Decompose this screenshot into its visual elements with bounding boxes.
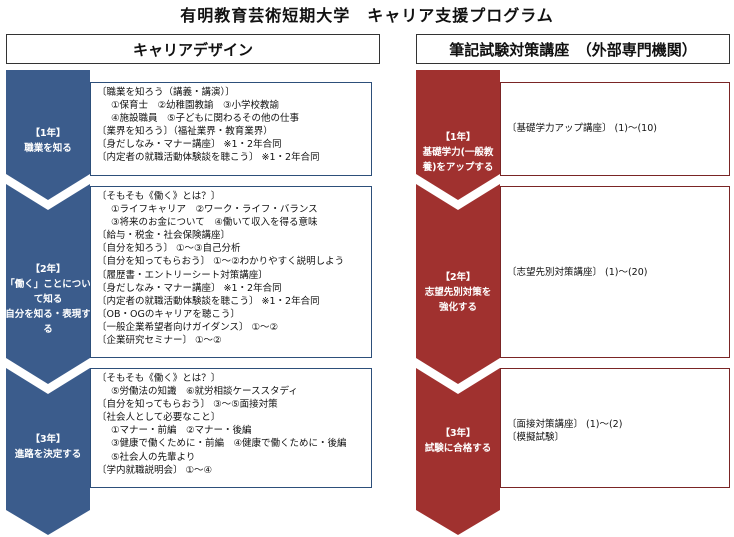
program-item: 〔自分を知ろう〕 ①～③自己分析 <box>97 243 241 255</box>
left-stage1-panel: 〔職業を知ろう（講義・講演）〕 ①保育士 ②幼稚園教諭 ③小学校教諭 ④施設職員… <box>90 82 372 176</box>
left-stage2-year: 【2年】 <box>30 264 66 275</box>
left-stage2-label: 【2年】 「働く」ことについて知る 自分を知る・表現する <box>4 262 92 337</box>
left-arrow-year2 <box>6 184 90 384</box>
left-arrow-year1 <box>6 70 90 200</box>
right-stage3-year: 【3年】 <box>440 428 476 439</box>
program-item: 〔そもそも《働く》とは？〕 <box>97 191 221 202</box>
program-item: ①ライフキャリア ②ワーク・ライフ・バランス <box>111 204 318 216</box>
right-stage2-goal-b: 強化する <box>438 302 477 313</box>
left-stage2-goal-b: 自分を知る・表現する <box>5 309 91 335</box>
program-item: 〔内定者の就職活動体験談を聴こう〕 ※1・2年合同 <box>97 152 320 164</box>
right-stage1-label: 【1年】 基礎学力(一般教 養)をアップする <box>416 130 500 175</box>
right-stage2-panel: 〔志望先別対策講座〕 (1)～(20) <box>500 186 730 358</box>
program-item: 〔業界を知ろう〕（福祉業界・教育業界） <box>97 126 273 138</box>
left-stage3-panel: 〔そもそも《働く》とは？〕 ⑤労働法の知識 ⑥就労相談ケーススタディ 〔自分を知… <box>90 368 372 488</box>
program-item: 〔自分を知ってもらおう〕 ①～②わかりやすく説明しよう <box>97 256 345 268</box>
program-item: ⑤労働法の知識 ⑥就労相談ケーススタディ <box>111 386 298 398</box>
program-item: 〔模擬試験〕 <box>507 432 565 444</box>
program-item: 〔履歴書・エントリーシート対策講座〕 <box>97 269 268 281</box>
program-item: 〔一般企業希望者向けガイダンス〕 ①～② <box>97 321 278 333</box>
page-title: 有明教育芸術短期大学 キャリア支援プログラム <box>180 6 554 25</box>
program-item: 〔志望先別対策講座〕 (1)～(20) <box>507 267 648 278</box>
program-item: ③健康で働くために・前編 ④健康で働くために・後編 <box>111 438 347 450</box>
left-stage1-year: 【1年】 <box>30 128 66 139</box>
program-item: 〔身だしなみ・マナー講座〕 ※1・2年合同 <box>97 139 282 151</box>
right-arrow-year3 <box>416 368 500 535</box>
program-item: ④施設職員 ⑤子どもに関わるその他の仕事 <box>111 113 300 125</box>
program-item: ⑤社会人の先輩より <box>111 451 196 463</box>
right-stage2-year: 【2年】 <box>440 272 476 283</box>
left-stage3-label: 【3年】 進路を決定する <box>6 432 90 462</box>
program-item: ①保育士 ②幼稚園教諭 ③小学校教諭 <box>111 100 280 112</box>
program-item: 〔社会人として必要なこと〕 <box>97 412 221 424</box>
program-item: 〔基礎学力アップ講座〕 (1)～(10) <box>507 123 657 134</box>
left-stage3-year: 【3年】 <box>30 434 66 445</box>
right-stage3-label: 【3年】 試験に合格する <box>416 426 500 456</box>
right-stage2-goal-a: 志望先別対策を <box>424 287 492 298</box>
right-arrow-year2 <box>416 184 500 384</box>
right-stage1-goal-b: 養)をアップする <box>422 162 494 173</box>
left-stage2-goal-a: 「働く」ことについて知る <box>5 279 91 305</box>
program-item: 〔内定者の就職活動体験談を聴こう〕 ※1・2年合同 <box>97 295 320 307</box>
program-item: 〔給与・税金・社会保険講座〕 <box>97 230 231 242</box>
left-stage1-goal: 職業を知る <box>24 143 72 154</box>
program-item: 〔自分を知ってもらおう〕 ③～⑤面接対策 <box>97 399 278 411</box>
right-stage3-panel: 〔面接対策講座〕 (1)～(2) 〔模擬試験〕 <box>500 368 730 488</box>
right-arrow-year1 <box>416 70 500 200</box>
right-stage2-label: 【2年】 志望先別対策を 強化する <box>416 270 500 315</box>
program-item: 〔学内就職説明会〕 ①～④ <box>97 464 213 476</box>
program-item: 〔企業研究セミナー〕 ①～② <box>97 335 222 347</box>
program-item: 〔面接対策講座〕 (1)～(2) <box>507 419 623 430</box>
career-design-header: キャリアデザイン <box>6 34 380 64</box>
right-stage1-year: 【1年】 <box>440 132 476 143</box>
program-item: ③将来のお金について ④働いて収入を得る意味 <box>111 217 318 229</box>
left-arrow-year3 <box>6 368 90 535</box>
left-stage3-goal: 進路を決定する <box>14 449 82 460</box>
program-item: ①マナー・前編 ②マナー・後編 <box>111 425 252 437</box>
program-item: 〔職業を知ろう（講義・講演）〕 <box>97 87 235 98</box>
program-item: 〔OB・OGのキャリアを聴こう〕 <box>97 308 240 320</box>
right-stage1-goal-a: 基礎学力(一般教 <box>422 147 494 158</box>
right-stage1-panel: 〔基礎学力アップ講座〕 (1)～(10) <box>500 82 730 176</box>
written-exam-header: 筆記試験対策講座 （外部専門機関） <box>416 34 730 64</box>
program-item: 〔身だしなみ・マナー講座〕 ※1・2年合同 <box>97 282 282 294</box>
program-item: 〔そもそも《働く》とは？〕 <box>97 373 221 384</box>
right-stage3-goal: 試験に合格する <box>424 443 492 454</box>
left-stage2-panel: 〔そもそも《働く》とは？〕 ①ライフキャリア ②ワーク・ライフ・バランス ③将来… <box>90 186 372 358</box>
left-stage1-label: 【1年】 職業を知る <box>6 126 90 156</box>
